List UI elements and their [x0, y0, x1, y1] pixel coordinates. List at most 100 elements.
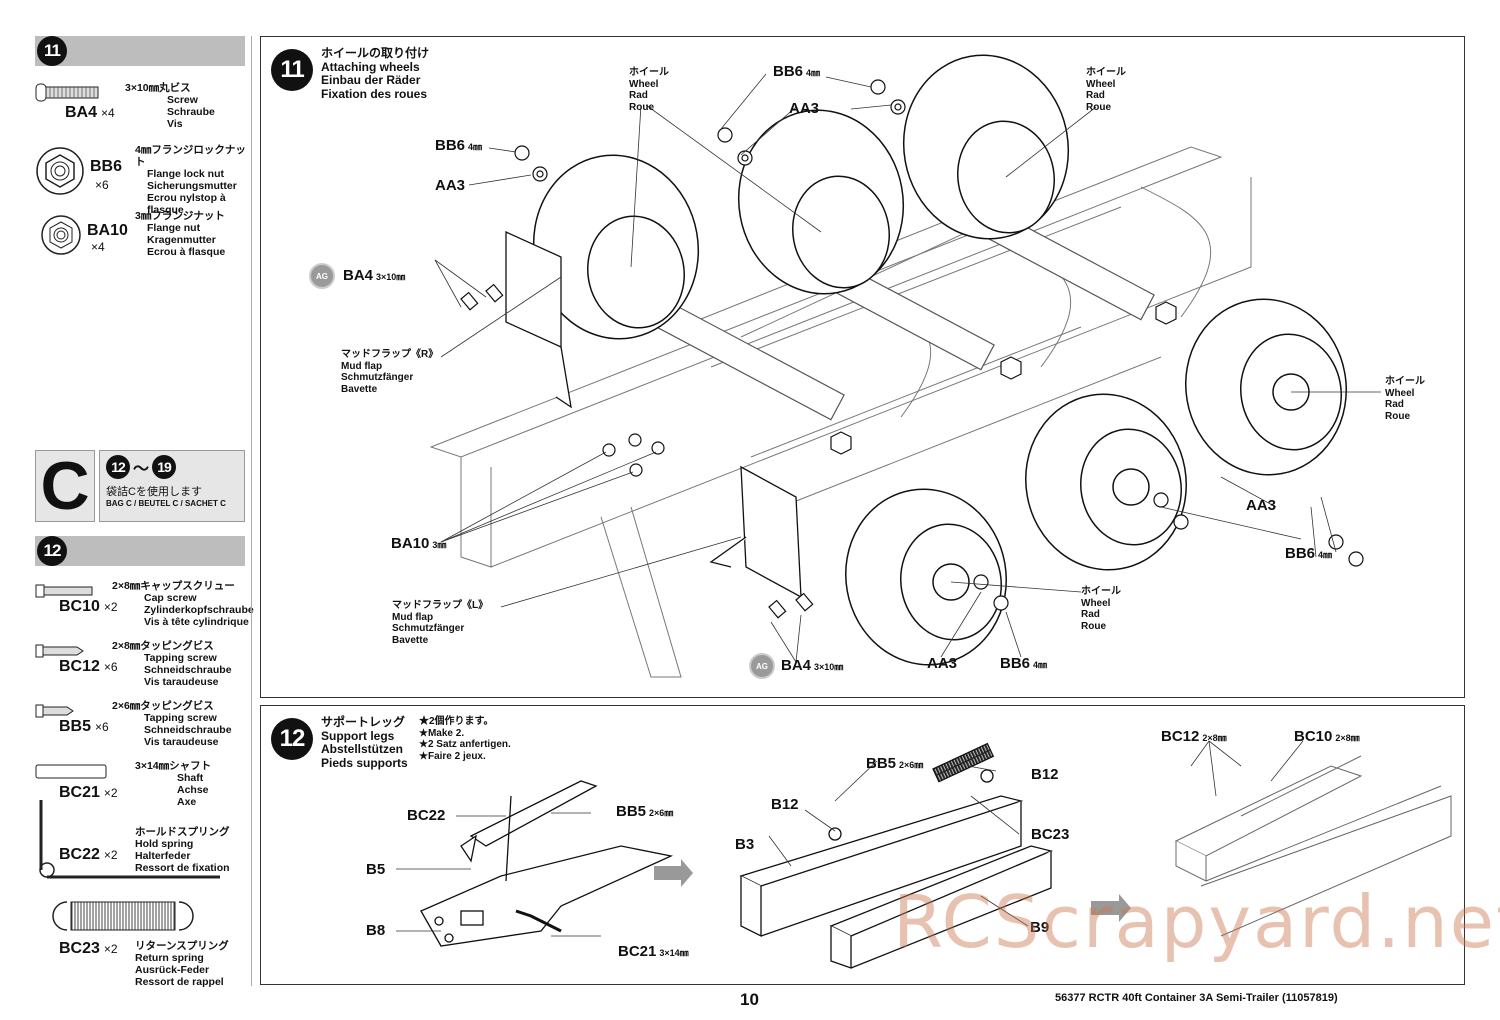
part-qty: ×6: [95, 178, 109, 192]
hold-spring-icon: [39, 800, 220, 879]
step12-panel-badge: 12: [271, 718, 313, 760]
part-bc21: BC21×2 3×14㎜シャフト Shaft Achse Axe: [35, 760, 247, 810]
part-code: BC12×6: [59, 658, 118, 675]
flange-lock-nut-icon: [36, 147, 84, 195]
range-separator: ～: [133, 461, 150, 478]
step12-panel: 12 サポートレッグ Support legs Abstellstützen P…: [260, 705, 1465, 985]
part-ba10: BA10 ×4 3㎜フランジナット Flange nut Kragenmutte…: [35, 210, 247, 260]
step12-badge: 12: [37, 536, 67, 566]
leader-lines-12: [396, 740, 1304, 937]
part-desc: 3×10㎜丸ビス Screw Schraube Vis: [125, 82, 215, 130]
part-bc10: BC10×2 2×8㎜キャップスクリュー Cap screw Zylinderk…: [35, 580, 254, 630]
label-bc22: BC22: [407, 807, 446, 824]
part-code: BB5×6: [59, 718, 109, 735]
part-desc: リターンスプリング Return spring Ausrück-Feder Re…: [135, 940, 229, 988]
process-arrows: [654, 859, 1131, 922]
label-aa3: AA3: [435, 177, 466, 194]
part-desc: 3㎜フランジナット Flange nut Kragenmutter Ecrou …: [135, 210, 226, 258]
watermark: RCScrapyard.net: [893, 880, 1500, 964]
bag-c-box: C: [35, 450, 95, 522]
part-desc: 2×8㎜タッピングビス Tapping screw Schneidschraub…: [112, 640, 232, 688]
bag-jp: 袋詰Cを使用します: [106, 486, 202, 498]
step-range-start-badge: 12: [106, 455, 130, 479]
part-desc: ホールドスプリング Hold spring Halterfeder Ressor…: [135, 826, 230, 874]
label-b9: B9: [1030, 919, 1050, 936]
part-code: BC21×2: [59, 784, 118, 801]
part-bb6: BB6 ×6 4㎜フランジロックナット Flange lock nut Sich…: [35, 140, 247, 216]
part-desc: 4㎜フランジロックナット Flange lock nut Sicherungsm…: [135, 144, 246, 216]
shaft-icon: [35, 764, 107, 779]
wheels-front: [844, 298, 1348, 666]
ag-coating-icon: AG: [749, 653, 775, 679]
step12-header-bar: [35, 536, 245, 566]
step11-panel: 11 ホイールの取り付け Attaching wheels Einbau der…: [260, 36, 1465, 698]
bag-c-info: 12 ～ 19 袋詰Cを使用します BAG C / BEUTEL C / SAC…: [99, 450, 245, 522]
step-range-end-badge: 19: [152, 455, 177, 479]
label-aa3: AA3: [1246, 497, 1277, 514]
page-number: 10: [740, 990, 759, 1009]
part-code: BC23×2: [59, 940, 118, 957]
label-aa3: AA3: [927, 655, 958, 672]
part-bc22: BC22×2 ホールドスプリング Hold spring Halterfeder…: [35, 798, 247, 888]
step12-title: サポートレッグ Support legs Abstellstützen Pied…: [321, 715, 408, 770]
label-bc23: BC23: [1031, 826, 1070, 843]
part-code: BA10: [87, 222, 128, 239]
tapping-screw-icon: [35, 644, 84, 658]
support-leg-illustration: [396, 740, 1452, 969]
cap-screw-icon: [35, 584, 93, 598]
hub-nuts: [830, 301, 1177, 455]
product-footer: 56377 RCTR 40ft Container 3A Semi-Traile…: [1055, 992, 1338, 1004]
support-leg-final: [1174, 755, 1452, 937]
label-b5: B5: [366, 861, 386, 878]
leader-lines: [434, 73, 1381, 663]
screw-icon: [35, 83, 99, 102]
label-b3: B3: [735, 836, 755, 853]
make-two-note: ★2個作ります。 ★Make 2. ★2 Satz anfertigen. ★F…: [419, 716, 511, 762]
part-desc: 3×14㎜シャフト Shaft Achse Axe: [135, 760, 212, 808]
part-code: BB6: [90, 158, 123, 175]
part-code: BC10×2: [59, 598, 118, 615]
part-desc: 2×6㎜タッピングビス Tapping screw Schneidschraub…: [112, 700, 232, 748]
return-spring-icon: [52, 901, 194, 931]
wheels-back: [532, 54, 1070, 340]
mud-flaps: [505, 230, 802, 599]
flange-nut-icon: [41, 215, 81, 255]
bag-letter: C: [40, 448, 90, 524]
label-b12: B12: [1031, 766, 1059, 783]
part-bc23: BC23×2 リターンスプリング Return spring Ausrück-F…: [35, 896, 247, 996]
part-code: BA4×4: [65, 104, 115, 121]
part-code: BC22×2: [59, 846, 118, 863]
support-leg-rail: [739, 742, 1054, 969]
ag-coating-icon: AG: [309, 263, 335, 289]
label-b8: B8: [366, 922, 386, 939]
part-desc: 2×8㎜キャップスクリュー Cap screw Zylinderkopfschr…: [112, 580, 254, 628]
sidebar-divider: [251, 36, 252, 986]
bag-text: BAG C / BEUTEL C / SACHET C: [106, 499, 226, 508]
step11-header-bar: [35, 36, 245, 66]
label-b12: B12: [771, 796, 799, 813]
step11-title: ホイールの取り付け Attaching wheels Einbau der Rä…: [321, 46, 430, 101]
part-bc12: BC12×6 2×8㎜タッピングビス Tapping screw Schneid…: [35, 640, 247, 690]
label-aa3: AA3: [789, 100, 820, 117]
step11-panel-badge: 11: [271, 49, 313, 91]
part-bb5: BB5×6 2×6㎜タッピングビス Tapping screw Schneids…: [35, 700, 247, 750]
support-leg-plate: [420, 780, 674, 947]
step11-badge: 11: [37, 36, 67, 66]
